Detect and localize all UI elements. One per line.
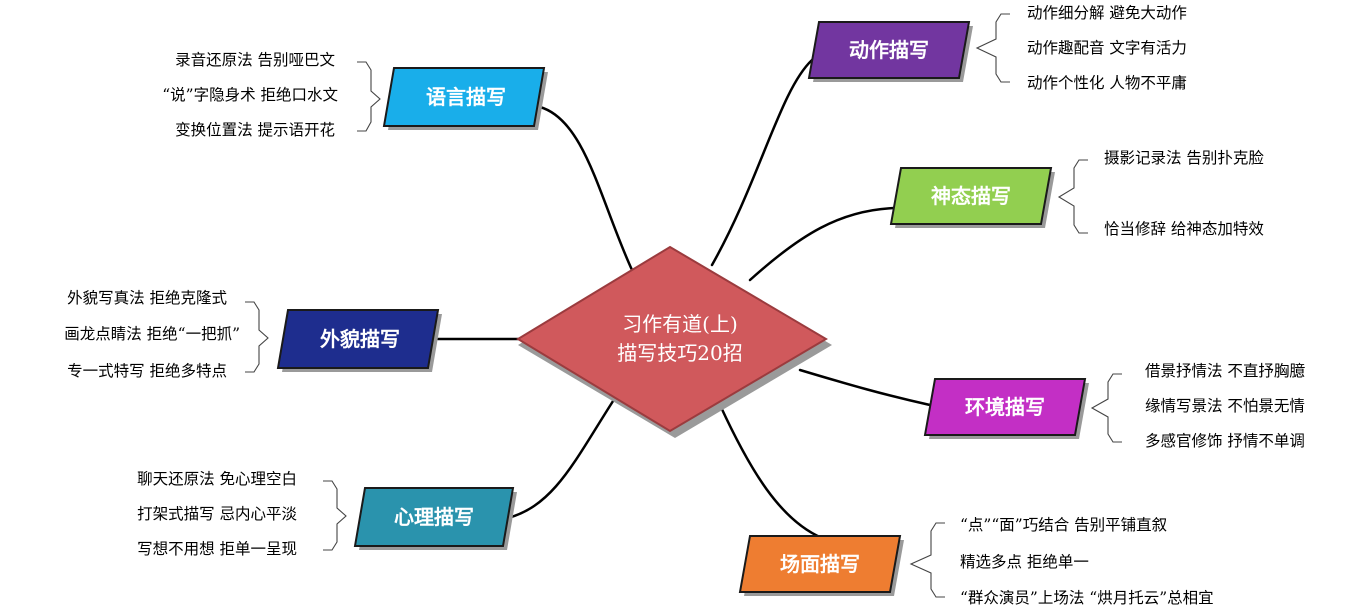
- leaf-item: 精选多点 拒绝单一: [960, 553, 1089, 571]
- connector-action: [710, 58, 814, 267]
- leaf-item: 聊天还原法 免心理空白: [137, 470, 297, 488]
- leaf-item: 多感官修饰 抒情不单调: [1145, 432, 1305, 450]
- leaf-item: 录音还原法 告别哑巴文: [175, 51, 335, 69]
- connector-environment: [798, 368, 932, 407]
- branch-appearance: 外貌描写: [276, 309, 442, 372]
- branch-environment-box: [923, 378, 1087, 436]
- leaf-item: 专一式特写 拒绝多特点: [67, 362, 227, 380]
- branch-appearance-label: 外貌描写: [320, 327, 400, 351]
- leaf-item: “群众演员”上场法 “烘月托云”总相宜: [960, 589, 1214, 607]
- leaf-item: 恰当修辞 给神态加特效: [1104, 220, 1264, 238]
- branch-psychology-label: 心理描写: [394, 505, 474, 529]
- center-title-line2: 描写技巧20招: [617, 341, 742, 365]
- branch-expression-box: [889, 167, 1053, 225]
- bracket-environment: [1090, 373, 1122, 443]
- branch-environment: 环境描写: [923, 378, 1089, 439]
- connector-scene: [718, 403, 824, 540]
- leaf-item: 变换位置法 提示语开花: [175, 121, 335, 139]
- leaf-item: 外貌写真法 拒绝克隆式: [67, 289, 227, 307]
- leaf-item: 写想不用想 拒单一呈现: [137, 540, 297, 558]
- bracket-language: [357, 61, 381, 132]
- branch-scene: 场面描写: [738, 535, 904, 596]
- branch-action-label: 动作描写: [849, 38, 929, 62]
- branch-expression: 神态描写: [889, 167, 1055, 228]
- center-diamond: [516, 245, 828, 433]
- branch-expression-label: 神态描写: [931, 184, 1011, 208]
- branch-scene-box: [738, 535, 902, 593]
- center-node: 习作有道(上) 描写技巧20招: [516, 245, 832, 438]
- leaves-psychology: 聊天还原法 免心理空白 打架式描写 忌内心平淡 写想不用想 拒单一呈现: [137, 470, 297, 558]
- connector-language: [538, 105, 634, 272]
- leaf-item: 摄影记录法 告别扑克脸: [1104, 149, 1264, 167]
- leaf-item: “说”字隐身术 拒绝口水文: [162, 86, 338, 104]
- branch-language: 语言描写: [382, 67, 548, 130]
- leaf-item: 动作个性化 人物不平庸: [1027, 73, 1187, 92]
- connector-expression: [748, 206, 897, 282]
- bracket-scene: [909, 522, 945, 598]
- leaves-scene: “点”“面”巧结合 告别平铺直叙 精选多点 拒绝单一 “群众演员”上场法 “烘月…: [960, 516, 1214, 607]
- branch-psychology-box: [353, 487, 515, 547]
- leaf-item: “点”“面”巧结合 告别平铺直叙: [960, 516, 1167, 534]
- leaf-item: 打架式描写 忌内心平淡: [137, 505, 297, 523]
- connector-psychology: [506, 396, 617, 520]
- leaves-action: 动作细分解 避免大动作 动作趣配音 文字有活力 动作个性化 人物不平庸: [1027, 4, 1187, 92]
- leaf-item: 缘情写景法 不怕景无情: [1145, 397, 1305, 415]
- bracket-psychology: [323, 480, 347, 551]
- bracket-action: [975, 13, 1010, 83]
- leaf-item: 动作趣配音 文字有活力: [1027, 39, 1187, 57]
- leaf-item: 动作细分解 避免大动作: [1027, 4, 1187, 22]
- center-title-line1: 习作有道(上): [622, 312, 738, 336]
- leaf-item: 借景抒情法 不直抒胸臆: [1145, 362, 1305, 380]
- bracket-appearance: [245, 301, 269, 373]
- leaves-expression: 摄影记录法 告别扑克脸 恰当修辞 给神态加特效: [1104, 149, 1264, 238]
- leaves-appearance: 外貌写真法 拒绝克隆式 画龙点睛法 拒绝“一把抓” 专一式特写 拒绝多特点: [64, 289, 240, 380]
- branch-appearance-box: [276, 309, 440, 369]
- branch-language-label: 语言描写: [426, 85, 506, 109]
- leaves-environment: 借景抒情法 不直抒胸臆 缘情写景法 不怕景无情 多感官修饰 抒情不单调: [1145, 362, 1305, 450]
- branch-language-box: [382, 67, 546, 127]
- branch-action-box: [807, 21, 971, 79]
- branch-scene-label: 场面描写: [780, 552, 860, 576]
- bracket-expression: [1057, 159, 1088, 234]
- connectors: [436, 58, 932, 540]
- branch-environment-label: 环境描写: [965, 395, 1045, 419]
- leaves-language: 录音还原法 告别哑巴文 “说”字隐身术 拒绝口水文 变换位置法 提示语开花: [162, 51, 338, 139]
- branch-action: 动作描写: [807, 21, 973, 82]
- brackets: [245, 13, 1122, 598]
- leaf-item: 画龙点睛法 拒绝“一把抓”: [64, 325, 240, 343]
- branch-psychology: 心理描写: [353, 487, 517, 550]
